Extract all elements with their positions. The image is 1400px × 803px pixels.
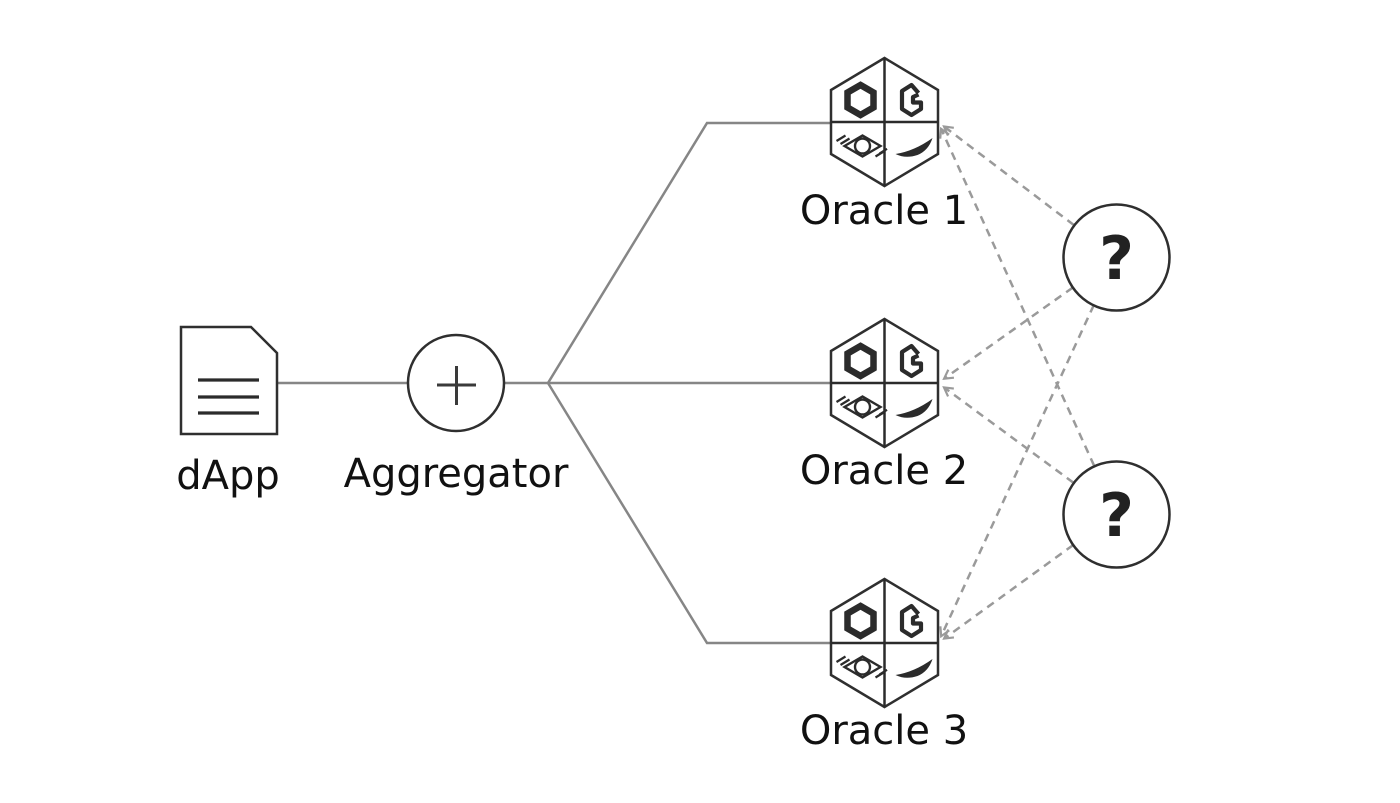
document-text-lines <box>198 378 259 415</box>
unknown-source-1-question-mark: ? <box>1099 224 1134 294</box>
oracle-1-label: Oracle 1 <box>800 188 968 234</box>
oracle-3-label: Oracle 3 <box>800 708 968 754</box>
edge-unknown1-oracle-2 <box>945 286 1074 379</box>
oracle-1-hexagon-icon <box>831 58 938 186</box>
plus-icon <box>437 366 476 405</box>
oracle-3-hexagon-icon <box>831 579 938 707</box>
edge-unknown2-oracle-1 <box>941 129 1096 467</box>
aggregator-node: Aggregator <box>344 333 569 497</box>
unknown-source-2-question-mark: ? <box>1099 481 1134 551</box>
dapp-node: dApp <box>176 325 280 499</box>
unknown-source-2-circle <box>1062 460 1171 569</box>
dapp-label: dApp <box>176 453 280 499</box>
edge-unknown2-oracle-3 <box>945 544 1074 638</box>
unknown-source-1-circle <box>1062 203 1171 312</box>
edge-aggregator-oracle-3 <box>546 382 831 645</box>
edge-unknown1-oracle-3 <box>941 304 1095 636</box>
edge-aggregator-oracle-1 <box>546 121 831 384</box>
oracle-2-hexagon-icon <box>831 319 938 447</box>
unknown-source-2: ? <box>1062 460 1171 569</box>
edge-unknown2-oracle-2 <box>944 388 1075 484</box>
aggregator-label: Aggregator <box>344 451 569 497</box>
unknown-source-1: ? <box>1062 203 1171 312</box>
oracle-2-label: Oracle 2 <box>800 448 968 494</box>
solid-edges <box>277 121 831 645</box>
dashed-edges <box>941 127 1096 639</box>
